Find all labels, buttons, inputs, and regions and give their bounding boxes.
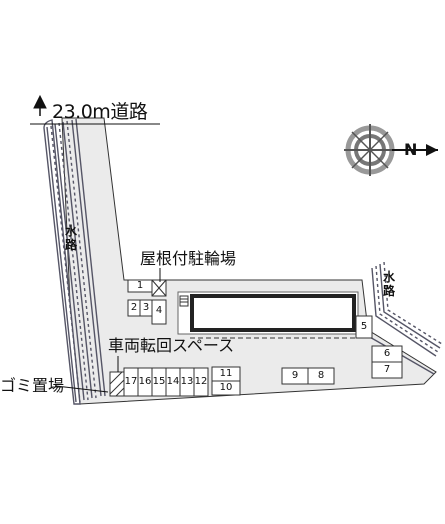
parking-space-5-box: [355, 315, 373, 339]
parking-space-14: 14: [166, 376, 180, 387]
road-arrow-icon: [30, 94, 160, 125]
parking-space-12: 12: [194, 376, 208, 387]
parking-space-8-box: [307, 367, 335, 385]
waterway-left-label: 水路: [64, 224, 77, 252]
parking-row-12-17: [123, 367, 209, 397]
turnaround-space-label: 車両転回スペース: [108, 336, 235, 355]
parking-space-6: 6: [383, 348, 391, 359]
parking-space-2: 2: [130, 302, 138, 313]
bike-space-1: 1: [136, 280, 144, 291]
parking-space-17: 17: [124, 376, 138, 387]
parking-space-11: 11: [219, 368, 233, 379]
parking-space-15: 15: [152, 376, 166, 387]
parking-space-10-box: [211, 380, 241, 396]
parking-space-7: 7: [383, 364, 391, 375]
waterway-right-label: 水路: [382, 270, 395, 298]
parking-space-9: 9: [291, 370, 299, 381]
left-waterway: [43, 118, 106, 405]
road-label: 23.0m道路: [52, 101, 148, 123]
parking-space-10: 10: [219, 382, 233, 393]
parking-space-5: 5: [360, 321, 368, 332]
parking-space-3: 3: [142, 302, 150, 313]
compass-icon: [344, 124, 438, 176]
parking-space-7-box: [371, 361, 403, 379]
bicycle-parking-label: 屋根付駐輪場: [140, 249, 237, 268]
parking-space-13: 13: [180, 376, 194, 387]
parking-space-4: 4: [155, 305, 163, 316]
parking-space-8: 8: [317, 370, 325, 381]
parking-space-16: 16: [138, 376, 152, 387]
bicycle-parking: [127, 279, 167, 325]
building: [177, 291, 360, 339]
north-label: N: [404, 140, 418, 159]
garbage-area: [55, 371, 125, 397]
garbage-area-label: ゴミ置場: [0, 376, 65, 395]
